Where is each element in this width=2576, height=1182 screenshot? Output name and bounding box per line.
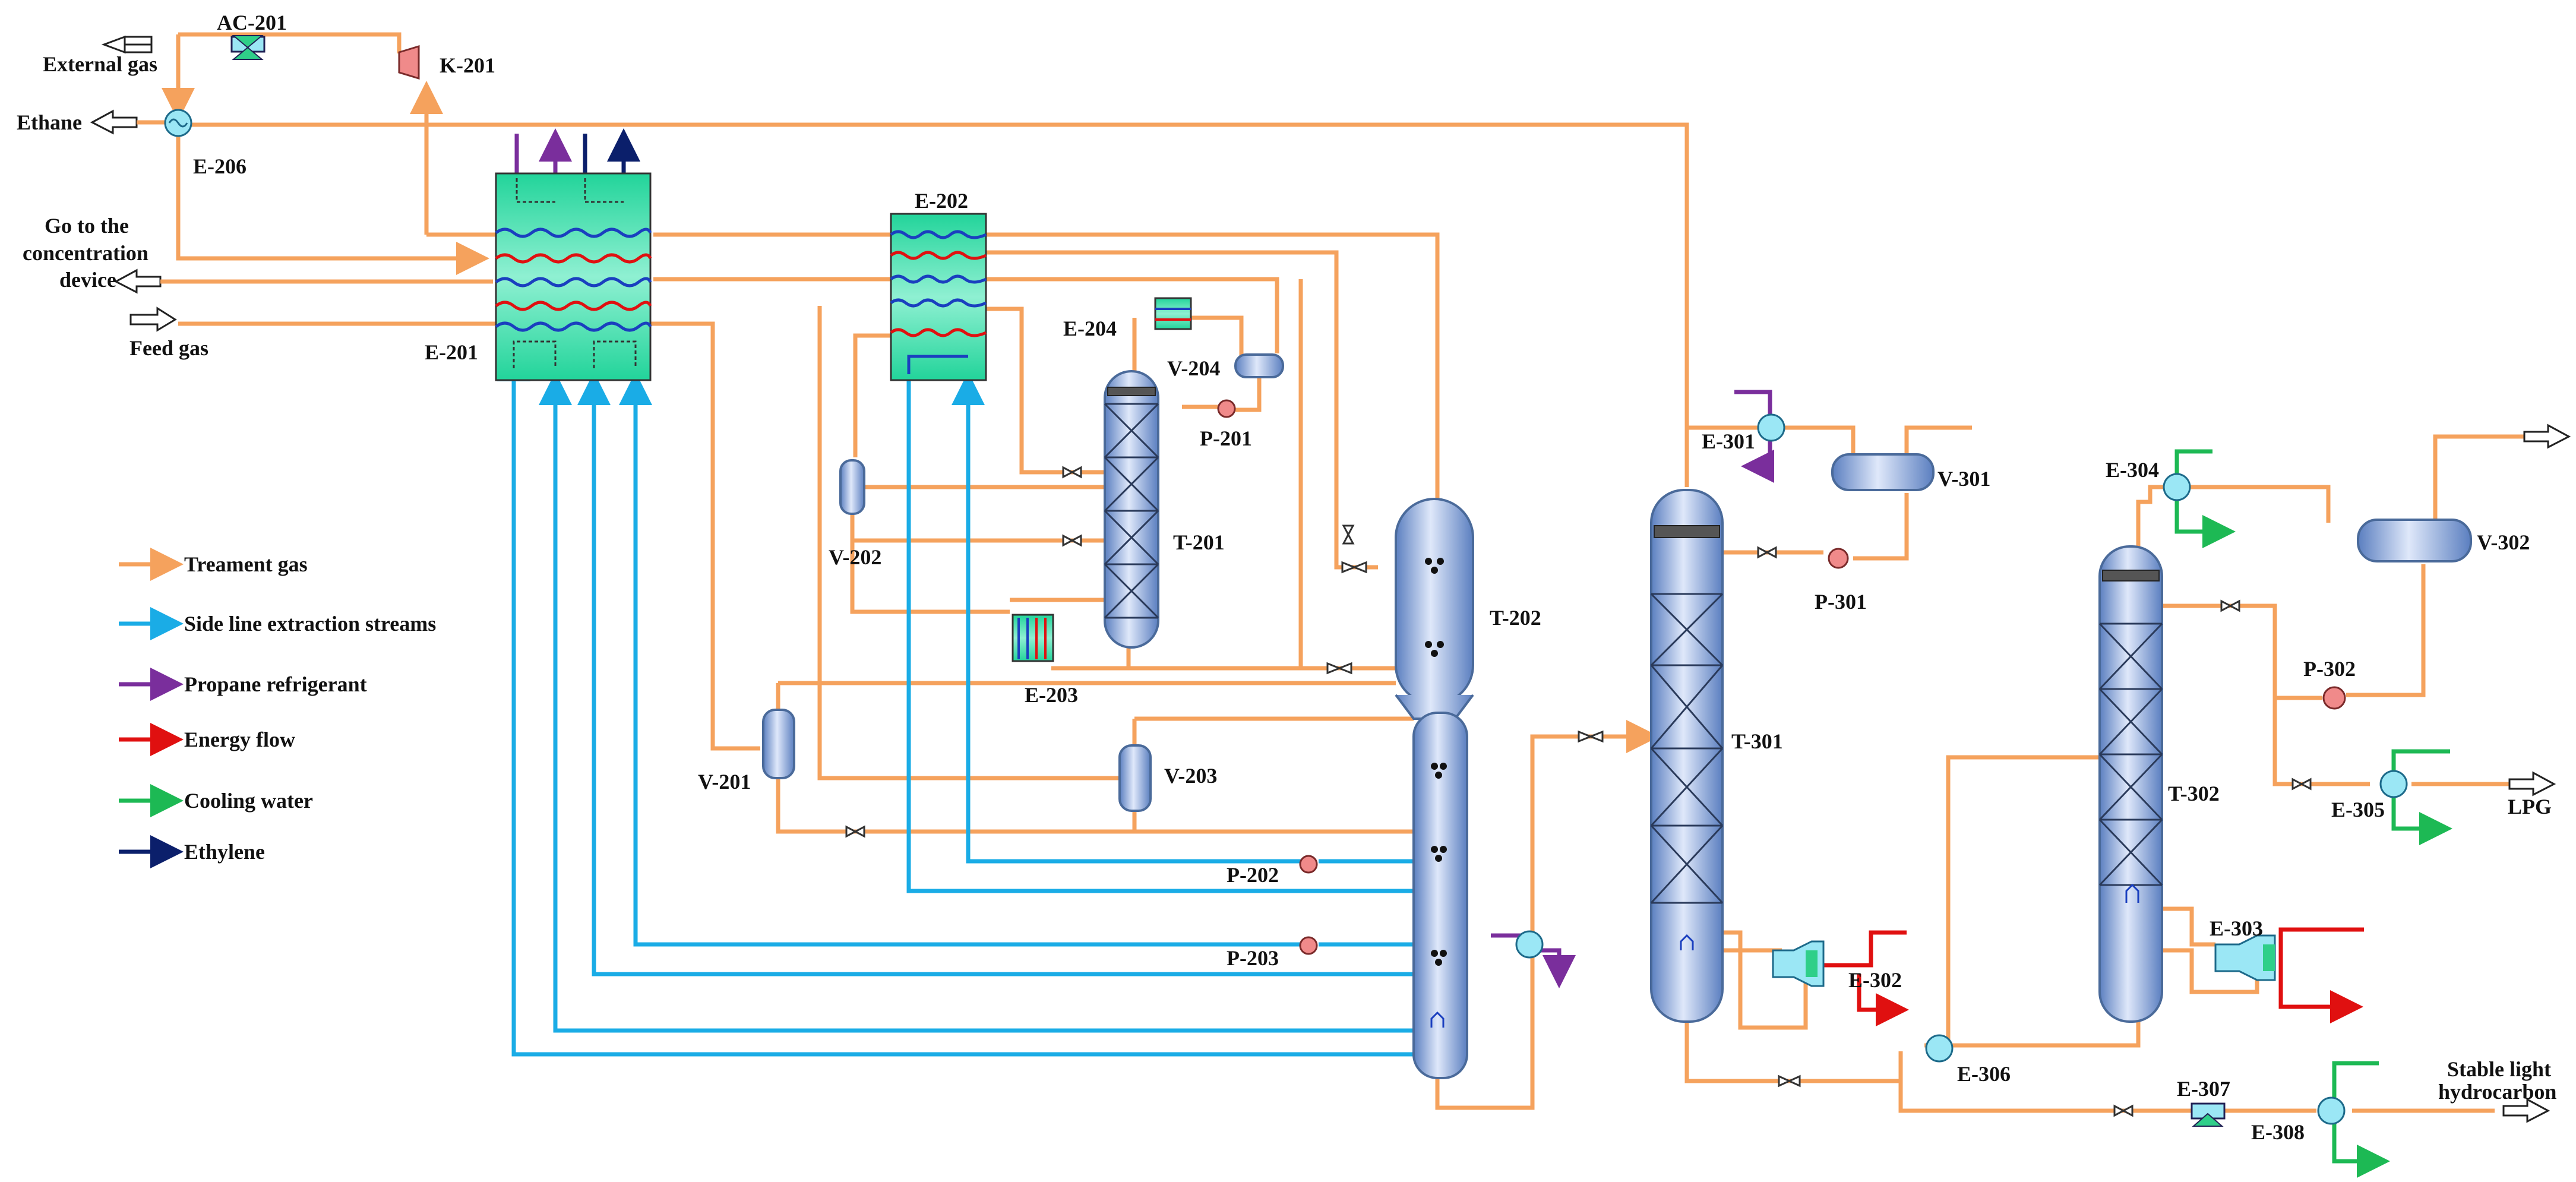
pump-p302	[2322, 686, 2346, 710]
drum-v204	[1234, 353, 1284, 378]
label-go-to-3: device	[59, 268, 116, 292]
exchanger-e203	[1012, 614, 1054, 662]
drum-v302	[2357, 519, 2472, 562]
v302-product-arrow	[2523, 424, 2571, 449]
column-t301	[1650, 489, 1724, 1023]
drum-v203	[1118, 744, 1152, 812]
label-p202: P-202	[1227, 863, 1279, 887]
label-e203: E-203	[1025, 683, 1078, 707]
column-t302	[2098, 545, 2163, 1023]
boundary-arrows	[90, 35, 2571, 1123]
label-e303: E-303	[2210, 916, 2263, 940]
column-t201	[1104, 370, 1159, 649]
exchanger-e306	[1925, 1034, 1954, 1063]
legend-item: Treament gas	[119, 548, 308, 581]
label-e206: E-206	[193, 154, 246, 178]
legend-item: Propane refrigerant	[119, 668, 367, 701]
pump-p201	[1217, 399, 1236, 418]
legend-item: Cooling water	[119, 784, 313, 817]
label-stable-1: Stable light	[2447, 1057, 2551, 1081]
compressor-k201	[398, 45, 420, 80]
label-e304: E-304	[2106, 458, 2159, 482]
label-e204: E-204	[1063, 317, 1117, 340]
air-cooler-ac201	[230, 35, 265, 60]
label-t302: T-302	[2168, 782, 2220, 805]
drum-v301	[1831, 453, 1935, 491]
label-e308: E-308	[2251, 1120, 2305, 1144]
heat-exchanger-e201	[495, 172, 652, 381]
label-external-gas: External gas	[43, 52, 157, 76]
svg-text:Side line extraction streams: Side line extraction streams	[184, 612, 436, 636]
label-stable-2: hydrocarbon	[2438, 1080, 2556, 1104]
label-v202: V-202	[829, 545, 881, 569]
svg-text:Energy flow: Energy flow	[184, 728, 295, 751]
external-gas-arrow	[101, 35, 153, 54]
label-e307: E-307	[2177, 1077, 2230, 1101]
exchanger-e308	[2317, 1096, 2346, 1125]
svg-text:Cooling water: Cooling water	[184, 789, 313, 813]
exchanger-e301	[1757, 413, 1785, 442]
side-line-extraction-streams	[497, 348, 1414, 1057]
svg-text:Treament gas: Treament gas	[184, 552, 308, 576]
label-e202: E-202	[915, 189, 968, 213]
stable-hydrocarbon-arrow	[2502, 1098, 2550, 1123]
label-e305: E-305	[2331, 798, 2385, 821]
label-e306: E-306	[1957, 1062, 2011, 1086]
label-v301: V-301	[1937, 467, 1990, 491]
legend: Treament gas Side line extraction stream…	[119, 548, 436, 868]
go-to-arrow	[113, 268, 162, 294]
exchanger-e305	[2379, 770, 2408, 798]
legend-item: Side line extraction streams	[119, 607, 436, 640]
legend-item: Ethylene	[119, 835, 265, 868]
heat-exchanger-e202	[890, 213, 987, 381]
label-lpg: LPG	[2508, 795, 2552, 818]
valves	[845, 466, 2312, 1117]
pump-p203	[1299, 936, 1318, 955]
label-ac201: AC-201	[217, 11, 287, 34]
label-e302: E-302	[1848, 968, 1902, 992]
drum-v202	[839, 459, 865, 515]
label-go-to-1: Go to the	[45, 214, 129, 238]
label-t301: T-301	[1731, 729, 1783, 753]
drum-v201	[762, 709, 795, 779]
pump-p301	[1828, 548, 1849, 569]
exchanger-e304	[2163, 473, 2191, 501]
label-p203: P-203	[1227, 946, 1279, 970]
reboiler-e303	[2214, 934, 2276, 981]
label-e201: E-201	[425, 340, 478, 364]
label-v203: V-203	[1164, 764, 1217, 788]
air-cooler-e307	[2191, 1102, 2226, 1127]
label-k201: K-201	[440, 53, 495, 77]
label-v302: V-302	[2477, 530, 2530, 554]
exchanger-t202-bottom	[1515, 930, 1544, 959]
label-p301: P-301	[1815, 590, 1867, 614]
exchanger-e206	[164, 109, 192, 137]
label-v201: V-201	[698, 770, 751, 794]
pump-p202	[1299, 855, 1318, 874]
exchanger-e204	[1154, 297, 1192, 330]
reboiler-e302	[1772, 940, 1825, 987]
equipment-labels: AC-201 K-201 External gas Ethane E-206 G…	[17, 11, 2556, 1144]
label-p201: P-201	[1200, 426, 1252, 450]
ethane-arrow	[90, 109, 138, 135]
label-e301: E-301	[1702, 429, 1755, 453]
column-t202	[1395, 498, 1474, 1079]
label-t202: T-202	[1490, 606, 1541, 630]
lpg-arrow	[2508, 771, 2556, 797]
label-feed-gas: Feed gas	[129, 336, 208, 360]
feed-gas-arrow	[129, 306, 177, 332]
label-t201: T-201	[1173, 530, 1225, 554]
svg-text:Ethylene: Ethylene	[184, 840, 265, 864]
utility-streams	[514, 128, 2452, 1178]
label-ethane: Ethane	[17, 110, 82, 134]
legend-item: Energy flow	[119, 723, 295, 756]
label-go-to-2: concentration	[23, 241, 148, 265]
label-v204: V-204	[1167, 356, 1220, 380]
label-p302: P-302	[2303, 657, 2356, 681]
svg-text:Propane refrigerant: Propane refrigerant	[184, 672, 367, 696]
